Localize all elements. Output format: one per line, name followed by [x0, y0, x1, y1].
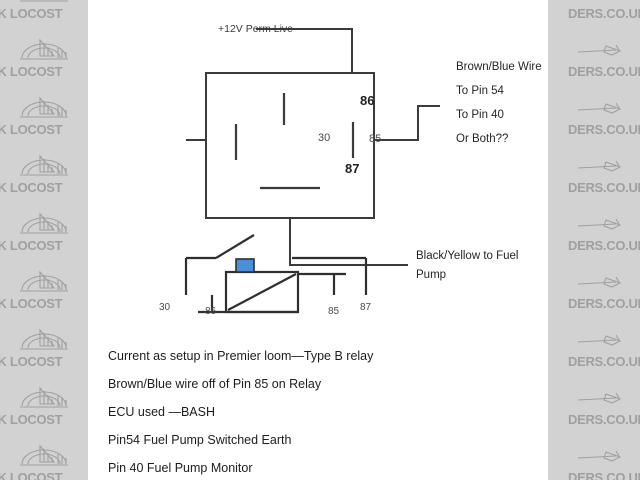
- watermark-text: DERS.CO.UK LOCOST: [0, 122, 63, 137]
- note-line: ECU used —BASH: [108, 405, 215, 419]
- locost-bridge-logo-icon: [577, 276, 622, 288]
- label-black-yellow-fuel-pump-line1: Black/Yellow to Fuel: [416, 250, 519, 262]
- relay-pin-label-30: 30: [318, 132, 331, 144]
- relay-pin-label-87: 87: [345, 161, 360, 176]
- wire-perm-live: [256, 28, 353, 73]
- label-perm-live: +12V Perm Live: [218, 23, 293, 35]
- watermark-tile: DERS.CO.UK LOCOST: [0, 150, 88, 208]
- watermark-tile: DERS.CO.UK LOCOST: [0, 34, 88, 92]
- watermark-tile: DERS.CO.UK LOCOST: [0, 382, 88, 440]
- watermark-tile: DERS.CO.UK LOCOST: [568, 324, 640, 382]
- schematic-coil-diagonal: [227, 273, 297, 311]
- watermark-tile: DERS.CO.UK LOCOST: [568, 150, 640, 208]
- watermark-tile: DERS.CO.UK LOCOST: [0, 92, 88, 150]
- watermark-tile: DERS.CO.UK LOCOST: [568, 34, 640, 92]
- locost-bridge-logo-icon: [577, 102, 622, 114]
- label-black-yellow-fuel-pump-line2: Pump: [416, 269, 447, 281]
- wiring-diagram: [184, 28, 440, 314]
- watermark-tile: DERS.CO.UK LOCOST: [568, 382, 640, 440]
- locost-bridge-logo-icon: [20, 270, 68, 292]
- note-line: Pin54 Fuel Pump Switched Earth: [108, 433, 292, 447]
- schematic-pin-label-86: 86: [205, 306, 217, 317]
- relay-pin-ticks: [234, 93, 355, 190]
- locost-bridge-logo-icon: [20, 0, 68, 2]
- locost-bridge-logo-icon: [577, 160, 622, 172]
- locost-bridge-logo-icon: [20, 328, 68, 350]
- relay-body-outline: [205, 72, 375, 219]
- locost-bridge-logo-icon: [577, 44, 622, 56]
- watermark-tile: DERS.CO.UK LOCOST: [568, 440, 640, 480]
- note-line: Brown/Blue wire off of Pin 85 on Relay: [108, 377, 322, 391]
- watermark-text: DERS.CO.UK LOCOST: [0, 6, 63, 21]
- watermark-tile: DERS.CO.UK LOCOST: [0, 266, 88, 324]
- locost-bridge-logo-icon: [577, 450, 622, 462]
- watermark-text: DERS.CO.UK LOCOST: [568, 470, 640, 480]
- watermark-tile: DERS.CO.UK LOCOST: [0, 208, 88, 266]
- watermark-text: DERS.CO.UK LOCOST: [0, 296, 63, 311]
- watermark-text: DERS.CO.UK LOCOST: [0, 180, 63, 195]
- schematic-pin-label-85: 85: [328, 306, 340, 317]
- watermark-text: DERS.CO.UK LOCOST: [0, 412, 63, 427]
- note-line: Current as setup in Premier loom—Type B …: [108, 349, 374, 363]
- locost-bridge-logo-icon: [20, 386, 68, 408]
- note-line: Pin 40 Fuel Pump Monitor: [108, 461, 253, 475]
- label-brown-blue-wire: Brown/Blue Wire: [456, 61, 542, 73]
- watermark-text: DERS.CO.UK LOCOST: [568, 238, 640, 253]
- watermark-text: DERS.CO.UK LOCOST: [568, 354, 640, 369]
- locost-bridge-logo-icon: [577, 218, 622, 230]
- locost-bridge-logo-icon: [20, 444, 68, 466]
- watermark-text: DERS.CO.UK LOCOST: [0, 64, 63, 79]
- relay-pin-label-85: 85: [369, 133, 382, 145]
- watermark-tile: DERS.CO.UK LOCOST: [568, 266, 640, 324]
- locost-bridge-logo-icon: [20, 96, 68, 118]
- schematic-pin-label-87: 87: [360, 302, 372, 313]
- watermark-text: DERS.CO.UK LOCOST: [0, 354, 63, 369]
- label-to-pin-54: To Pin 54: [456, 85, 504, 97]
- watermark-text: DERS.CO.UK LOCOST: [0, 470, 63, 480]
- relay-pin-label-86: 86: [360, 93, 375, 108]
- locost-bridge-logo-icon: [20, 38, 68, 60]
- watermark-tile: DERS.CO.UK LOCOST: [568, 0, 640, 34]
- watermark-tile: DERS.CO.UK LOCOST: [568, 92, 640, 150]
- notes-block: Current as setup in Premier loom—Type B …: [108, 348, 528, 480]
- watermark-text: DERS.CO.UK LOCOST: [568, 412, 640, 427]
- watermark-tile: DERS.CO.UK LOCOST: [568, 208, 640, 266]
- locost-bridge-logo-icon: [20, 212, 68, 234]
- watermark-text: DERS.CO.UK LOCOST: [0, 238, 63, 253]
- label-or-both: Or Both??: [456, 133, 509, 145]
- locost-bridge-logo-icon: [20, 154, 68, 176]
- diagram-canvas: +12V Perm Live 86 30 85 87 Brown/Blue Wi…: [88, 0, 548, 480]
- watermark-text: DERS.CO.UK LOCOST: [568, 122, 640, 137]
- locost-bridge-logo-icon: [577, 334, 622, 346]
- locost-bridge-logo-icon: [577, 392, 622, 404]
- watermark-text: DERS.CO.UK LOCOST: [568, 6, 640, 21]
- watermark-tile: DERS.CO.UK LOCOST: [0, 440, 88, 480]
- schematic-armature-block: [235, 258, 255, 273]
- wire-black-yellow-fuel-pump: [289, 218, 408, 266]
- relay-schematic: [184, 234, 368, 314]
- wire-to-pin40: [374, 105, 440, 141]
- label-to-pin-40: To Pin 40: [456, 109, 504, 121]
- watermark-tile: DERS.CO.UK LOCOST: [0, 324, 88, 382]
- watermark-text: DERS.CO.UK LOCOST: [568, 64, 640, 79]
- schematic-pin-label-30: 30: [159, 302, 171, 313]
- watermark-tile: DERS.CO.UK LOCOST: [0, 0, 88, 34]
- watermark-text: DERS.CO.UK LOCOST: [568, 180, 640, 195]
- watermark-text: DERS.CO.UK LOCOST: [568, 296, 640, 311]
- schematic-switch-arm: [215, 234, 255, 259]
